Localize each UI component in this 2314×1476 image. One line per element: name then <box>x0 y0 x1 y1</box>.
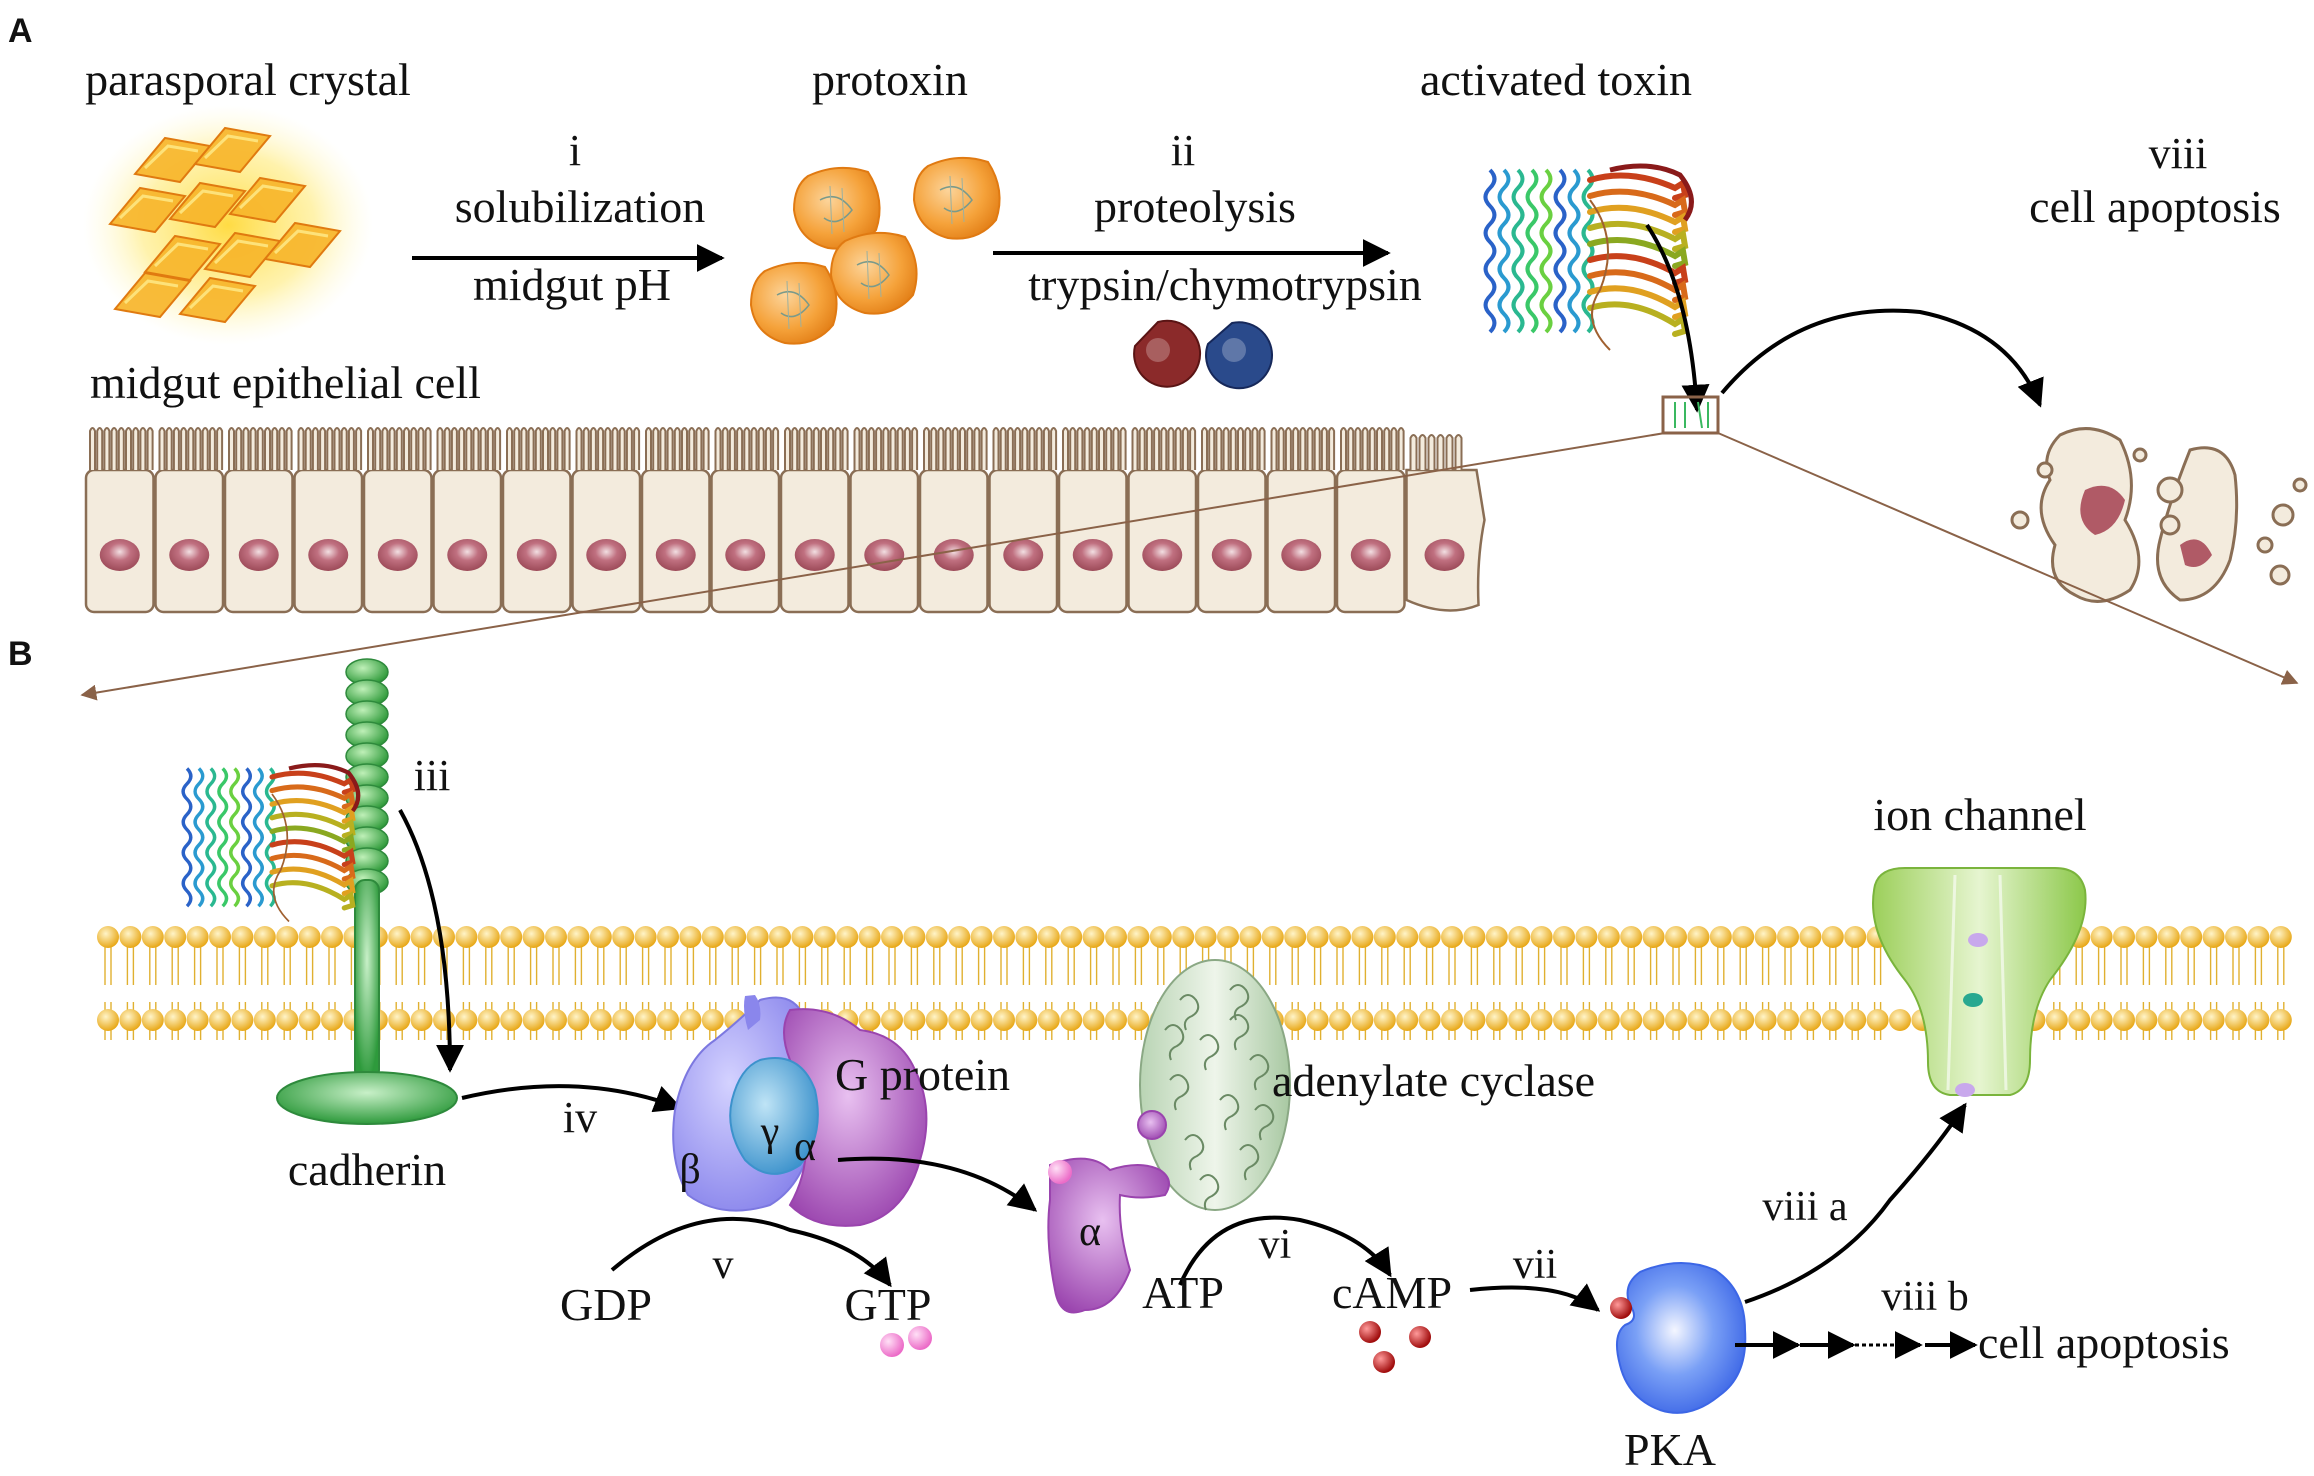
cadherin-label: cadherin <box>288 1144 446 1195</box>
parasporal-crystal-icon <box>83 105 373 345</box>
apoptosis-arrow <box>1720 308 2044 408</box>
protoxin-icon <box>749 156 1001 345</box>
protoxin-label: protoxin <box>812 54 968 105</box>
g-alpha-symbol: α <box>794 1124 816 1170</box>
g-alpha-to-cyclase-arrow <box>837 1156 1038 1212</box>
step-vii-arrow <box>1469 1283 1601 1312</box>
g-protein-complex <box>672 995 928 1227</box>
activated-g-alpha-subunit <box>1047 1157 1170 1314</box>
step-i-number: i <box>569 126 581 175</box>
activated-toxin-structure-icon <box>1483 163 1694 351</box>
panel-a-letter: A <box>8 12 33 50</box>
step-ii-condition: trypsin/chymotrypsin <box>1028 259 1422 310</box>
gtp-label: GTP <box>845 1279 932 1330</box>
pka-label: PKA <box>1624 1424 1716 1471</box>
midgut-epithelium <box>84 401 1709 614</box>
midgut-epithelial-cell-label: midgut epithelial cell <box>90 357 481 408</box>
apoptotic-cells <box>2010 427 2308 603</box>
step-vi-arrow <box>1178 1215 1392 1286</box>
camp-molecules <box>1359 1321 1431 1373</box>
g-beta-symbol: β <box>679 1147 700 1193</box>
parasporal-crystal-label: parasporal crystal <box>85 54 411 105</box>
adenylate-cyclase-label: adenylate cyclase <box>1272 1055 1595 1106</box>
step-viii-name: cell apoptosis <box>2029 181 2281 232</box>
step-ii-number: ii <box>1171 126 1195 175</box>
step-iv-arrow <box>461 1084 683 1113</box>
toxin-binding-arrow <box>1645 223 1710 413</box>
g-gamma-subunit <box>729 1057 819 1175</box>
cadherin-receptor <box>276 658 458 1125</box>
pka-enzyme <box>1610 1261 1747 1414</box>
step-v-arrow <box>610 1216 892 1288</box>
g-alpha-symbol-2: α <box>1079 1209 1101 1255</box>
gdp-label: GDP <box>560 1279 652 1330</box>
step-vi-label: vi <box>1259 1222 1292 1268</box>
zoom-box <box>1661 395 1720 435</box>
bound-toxin-structure-icon <box>181 762 361 923</box>
step-iii-arrow <box>398 809 464 1073</box>
zoom-lines <box>80 432 2299 701</box>
g-protein-label: G protein <box>835 1049 1010 1100</box>
trypsin-icon <box>1133 319 1202 388</box>
ion-channel-protein <box>1872 867 2087 1097</box>
g-gamma-symbol: γ <box>760 1109 780 1155</box>
ion-channel-label: ion channel <box>1873 789 2086 840</box>
step-iii-label: iii <box>414 751 451 800</box>
cell-apoptosis-label: cell apoptosis <box>1978 1317 2230 1368</box>
step-viii-number: viii <box>2149 129 2208 178</box>
panel-b-letter: B <box>8 635 33 673</box>
step-v-label: v <box>713 1242 734 1288</box>
step-iv-label: iv <box>563 1093 597 1142</box>
step-viii-a-label: viii a <box>1762 1184 1848 1230</box>
step-vii-label: vii <box>1513 1242 1557 1288</box>
atp-label: ATP <box>1142 1267 1224 1318</box>
step-ii-name: proteolysis <box>1094 181 1296 232</box>
step-viii-b-label: viii b <box>1881 1274 1969 1320</box>
step-i-name: solubilization <box>455 181 705 232</box>
gtp-molecules <box>880 1326 932 1357</box>
camp-label: cAMP <box>1332 1267 1452 1318</box>
adenylate-cyclase-enzyme <box>1047 959 1291 1314</box>
chymotrypsin-icon <box>1205 321 1273 390</box>
step-i-condition: midgut pH <box>473 259 671 310</box>
step-viii-a-arrow <box>1744 1102 1967 1304</box>
activated-toxin-label: activated toxin <box>1420 54 1692 105</box>
